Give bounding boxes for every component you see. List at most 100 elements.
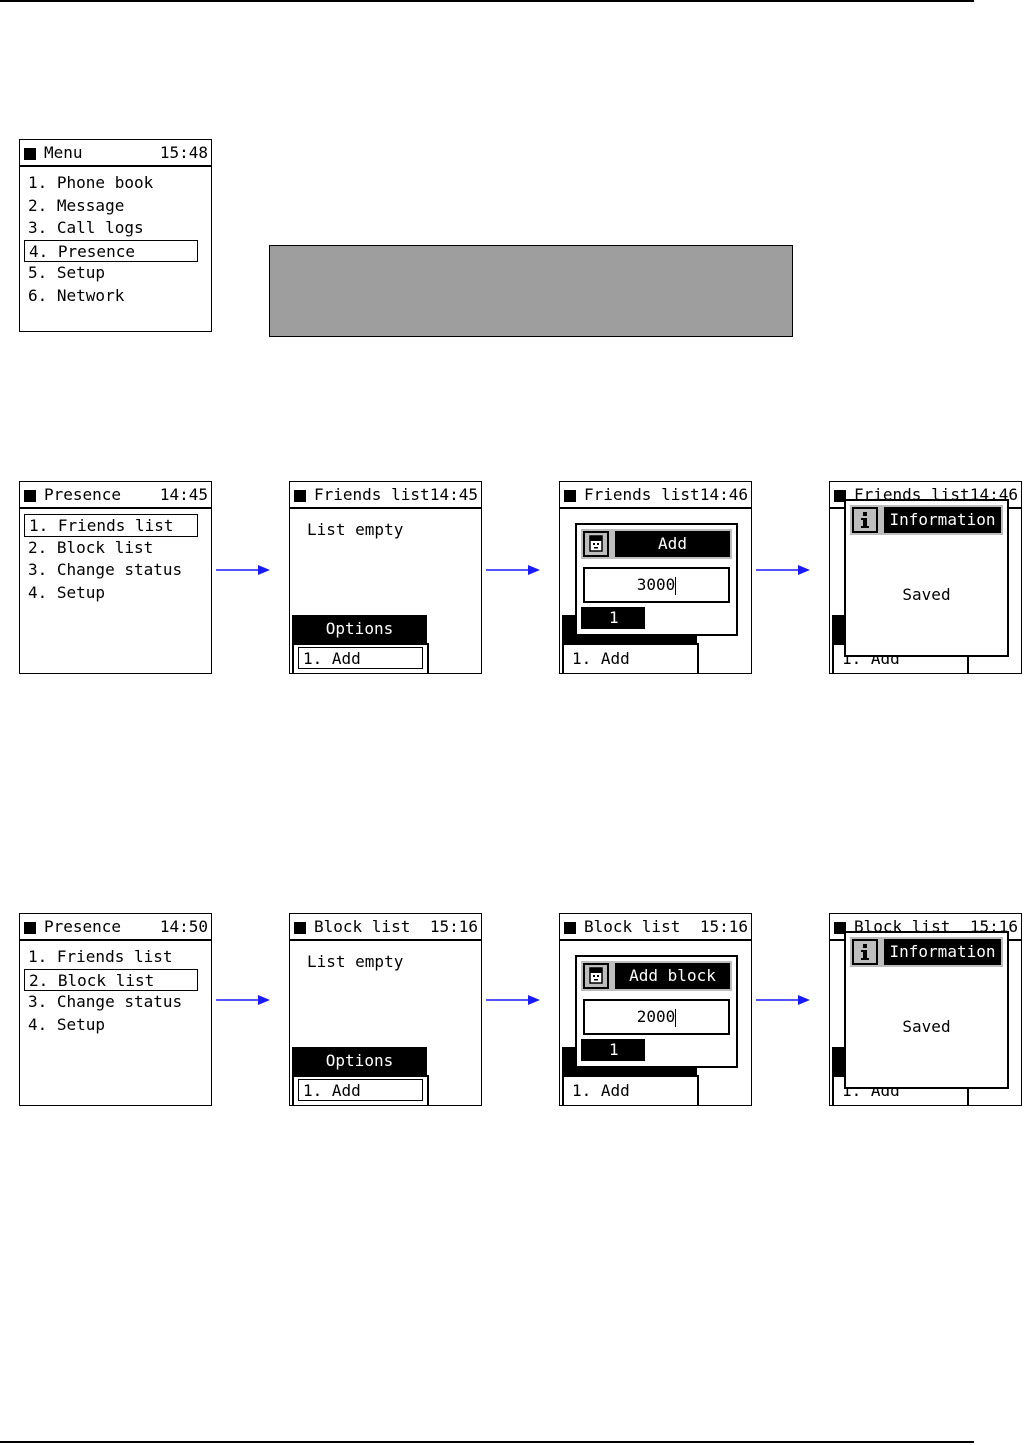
screen-title: Friends list [314, 485, 430, 504]
clock: 14:46 [699, 485, 748, 504]
menu-item-call-logs[interactable]: 3. Call logs [28, 218, 144, 237]
menu-item-presence[interactable]: 4. Presence [24, 239, 198, 262]
status-bar: Presence 14:45 [20, 482, 211, 509]
presence-screen-block: Presence 14:50 1. Friends list 2. Block … [19, 913, 212, 1106]
menu-screen: Menu 15:48 1. Phone book 2. Message 3. C… [19, 139, 212, 332]
arrow-right-icon [756, 565, 810, 575]
add-dialog: Add 3000 1 [575, 523, 738, 636]
black-square-icon [294, 922, 306, 934]
number-input[interactable]: 2000 [583, 999, 730, 1035]
menu-item-setup[interactable]: 4. Setup [28, 582, 106, 602]
presence-screen-friends: Presence 14:45 1. Friends list 2. Block … [19, 481, 212, 674]
info-icon [852, 939, 878, 965]
friends-saved-screen: Friends list 14:46 1. Add Information Sa… [829, 481, 1022, 674]
black-square-icon [24, 148, 36, 160]
black-square-icon [834, 490, 846, 502]
input-value: 2000 [636, 1007, 676, 1026]
menu-item-block-list[interactable]: 2. Block list [28, 537, 154, 557]
menu-item-change-status[interactable]: 3. Change status [28, 992, 183, 1011]
options-menu: 1. Add [562, 1075, 699, 1105]
arrow-right-icon [216, 565, 270, 575]
menu-list: 1. Phone book 2. Message 3. Call logs 4.… [24, 172, 198, 307]
text-cursor [675, 1008, 677, 1027]
black-square-icon [564, 490, 576, 502]
options-menu: 1. Add [292, 1075, 429, 1105]
clock: 14:45 [159, 485, 208, 504]
arrow-right-icon [486, 995, 540, 1005]
arrow-right-icon [756, 995, 810, 1005]
bottom-rule [0, 1441, 974, 1443]
menu-item-setup[interactable]: 5. Setup [28, 263, 106, 282]
number-input[interactable]: 3000 [583, 567, 730, 603]
page-indicator: 1 [581, 607, 645, 629]
status-bar: Block list 15:16 [290, 914, 481, 941]
dialog-header: Information [850, 937, 1003, 967]
dialog-title: Information [884, 507, 1001, 533]
option-add[interactable]: 1. Add [572, 649, 630, 668]
menu-item-phone-book[interactable]: 1. Phone book [28, 173, 154, 192]
option-add[interactable]: 1. Add [298, 647, 423, 669]
page-indicator: 1 [581, 1039, 645, 1061]
screen-title: Presence [44, 485, 122, 504]
status-bar: Friends list 14:46 [560, 482, 751, 509]
note-box [269, 245, 793, 337]
information-dialog: Information Saved [844, 499, 1009, 657]
dialog-header: Add [581, 529, 732, 559]
option-add[interactable]: 1. Add [298, 1079, 423, 1101]
empty-list-text: List empty [307, 520, 404, 539]
clock: 14:45 [429, 485, 478, 504]
saved-message: Saved [902, 585, 951, 604]
block-list-screen: Block list 15:16 List empty Options 1. A… [289, 913, 482, 1106]
black-square-icon [24, 922, 36, 934]
screen-title: Menu [44, 143, 83, 162]
friends-add-screen: Friends list 14:46 1. Add Add 3000 1 [559, 481, 752, 674]
screen-title: Block list [314, 917, 411, 936]
contact-face-icon [583, 963, 609, 989]
contact-face-icon [583, 531, 609, 557]
dialog-title: Add [615, 531, 730, 557]
options-title: Options [292, 1047, 427, 1075]
status-bar: Friends list 14:45 [290, 482, 481, 509]
clock: 15:48 [159, 143, 208, 162]
options-title: Options [292, 615, 427, 643]
menu-item-friends-list[interactable]: 1. Friends list [28, 947, 173, 966]
info-icon [852, 507, 878, 533]
add-block-dialog: Add block 2000 1 [575, 955, 738, 1068]
option-add[interactable]: 1. Add [572, 1081, 630, 1100]
options-menu: 1. Add [292, 643, 429, 673]
menu-item-network[interactable]: 6. Network [28, 285, 125, 305]
menu-item-block-list[interactable]: 2. Block list [24, 968, 198, 991]
friends-list-screen: Friends list 14:45 List empty Options 1.… [289, 481, 482, 674]
dialog-header: Information [850, 505, 1003, 535]
clock: 14:50 [159, 917, 208, 936]
block-add-screen: Block list 15:16 1. Add Add block 2000 1 [559, 913, 752, 1106]
status-bar: Menu 15:48 [20, 140, 211, 167]
input-value: 3000 [636, 575, 676, 594]
clock: 15:16 [699, 917, 748, 936]
block-saved-screen: Block list 15:16 1. Add Information Save… [829, 913, 1022, 1106]
arrow-right-icon [486, 565, 540, 575]
screen-title: Block list [584, 917, 681, 936]
clock: 15:16 [429, 917, 478, 936]
presence-menu: 1. Friends list 2. Block list 3. Change … [24, 514, 198, 604]
presence-menu: 1. Friends list 2. Block list 3. Change … [24, 946, 198, 1036]
menu-item-friends-list[interactable]: 1. Friends list [24, 514, 198, 537]
dialog-title: Information [884, 939, 1001, 965]
black-square-icon [294, 490, 306, 502]
black-square-icon [834, 922, 846, 934]
black-square-icon [24, 490, 36, 502]
status-bar: Presence 14:50 [20, 914, 211, 941]
status-bar: Block list 15:16 [560, 914, 751, 941]
empty-list-text: List empty [307, 952, 404, 971]
screen-title: Presence [44, 917, 122, 936]
dialog-header: Add block [581, 961, 732, 991]
black-square-icon [564, 922, 576, 934]
menu-item-change-status[interactable]: 3. Change status [28, 560, 183, 579]
menu-item-message[interactable]: 2. Message [28, 195, 125, 215]
arrow-right-icon [216, 995, 270, 1005]
menu-item-setup[interactable]: 4. Setup [28, 1014, 106, 1034]
screen-title: Friends list [584, 485, 700, 504]
text-cursor [675, 576, 677, 595]
dialog-title: Add block [615, 963, 730, 989]
top-rule [0, 0, 974, 2]
